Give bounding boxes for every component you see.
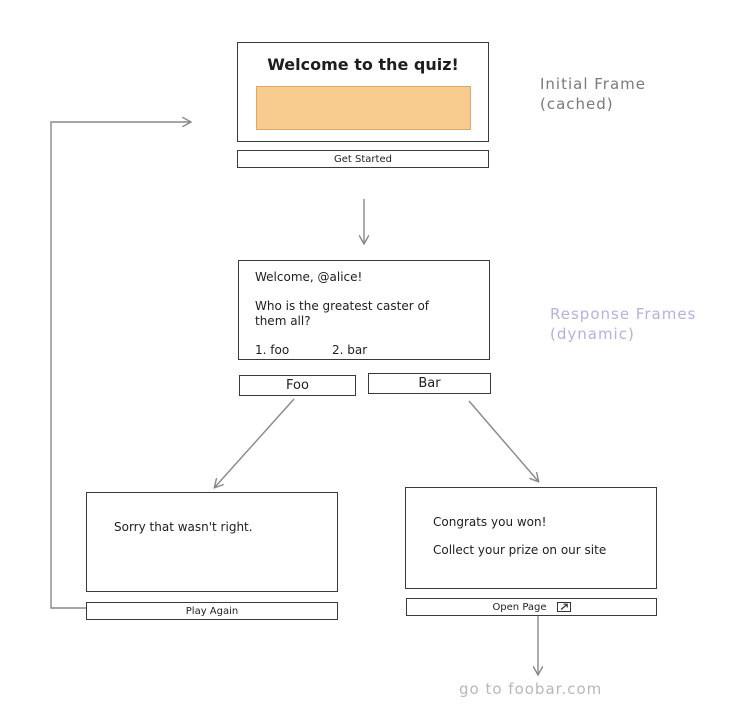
- initial-note-line2: (cached): [540, 95, 614, 113]
- question-greeting: Welcome, @alice!: [255, 270, 363, 284]
- get-started-button[interactable]: Get Started: [237, 150, 489, 168]
- arrow-foo-to-wrong: [215, 398, 295, 487]
- question-frame: Welcome, @alice! Who is the greatest cas…: [238, 260, 490, 360]
- initial-note-line1: Initial Frame: [540, 75, 647, 93]
- go-to-site-note: go to foobar.com: [459, 680, 603, 698]
- foo-button[interactable]: Foo: [239, 375, 356, 396]
- open-page-label: Open Page: [492, 601, 547, 613]
- response-frames-note: Response Frames (dynamic): [550, 304, 696, 344]
- play-again-button[interactable]: Play Again: [86, 602, 338, 620]
- initial-frame-note: Initial Frame (cached): [540, 74, 646, 114]
- win-message-line1: Congrats you won!: [433, 515, 547, 529]
- external-link-icon: [556, 602, 571, 612]
- initial-frame-title: Welcome to the quiz!: [267, 55, 459, 74]
- wrong-answer-frame: Sorry that wasn't right.: [86, 492, 338, 592]
- response-note-line2: (dynamic): [550, 325, 635, 343]
- open-page-button[interactable]: Open Page: [406, 598, 657, 616]
- wrong-answer-message: Sorry that wasn't right.: [114, 520, 253, 534]
- question-option-2: 2. bar: [332, 343, 368, 357]
- win-frame: Congrats you won! Collect your prize on …: [405, 487, 657, 589]
- arrow-bar-to-win: [468, 400, 538, 481]
- bar-button[interactable]: Bar: [368, 373, 491, 394]
- initial-frame: Welcome to the quiz!: [237, 42, 489, 142]
- question-text-line2: them all?: [255, 314, 311, 328]
- win-message-line2: Collect your prize on our site: [433, 543, 607, 557]
- response-note-line1: Response Frames: [550, 305, 697, 323]
- arrow-play-again-loop: [50, 122, 190, 609]
- initial-frame-image: [256, 86, 471, 130]
- question-option-1: 1. foo: [255, 343, 290, 357]
- question-text-line1: Who is the greatest caster of: [255, 299, 430, 313]
